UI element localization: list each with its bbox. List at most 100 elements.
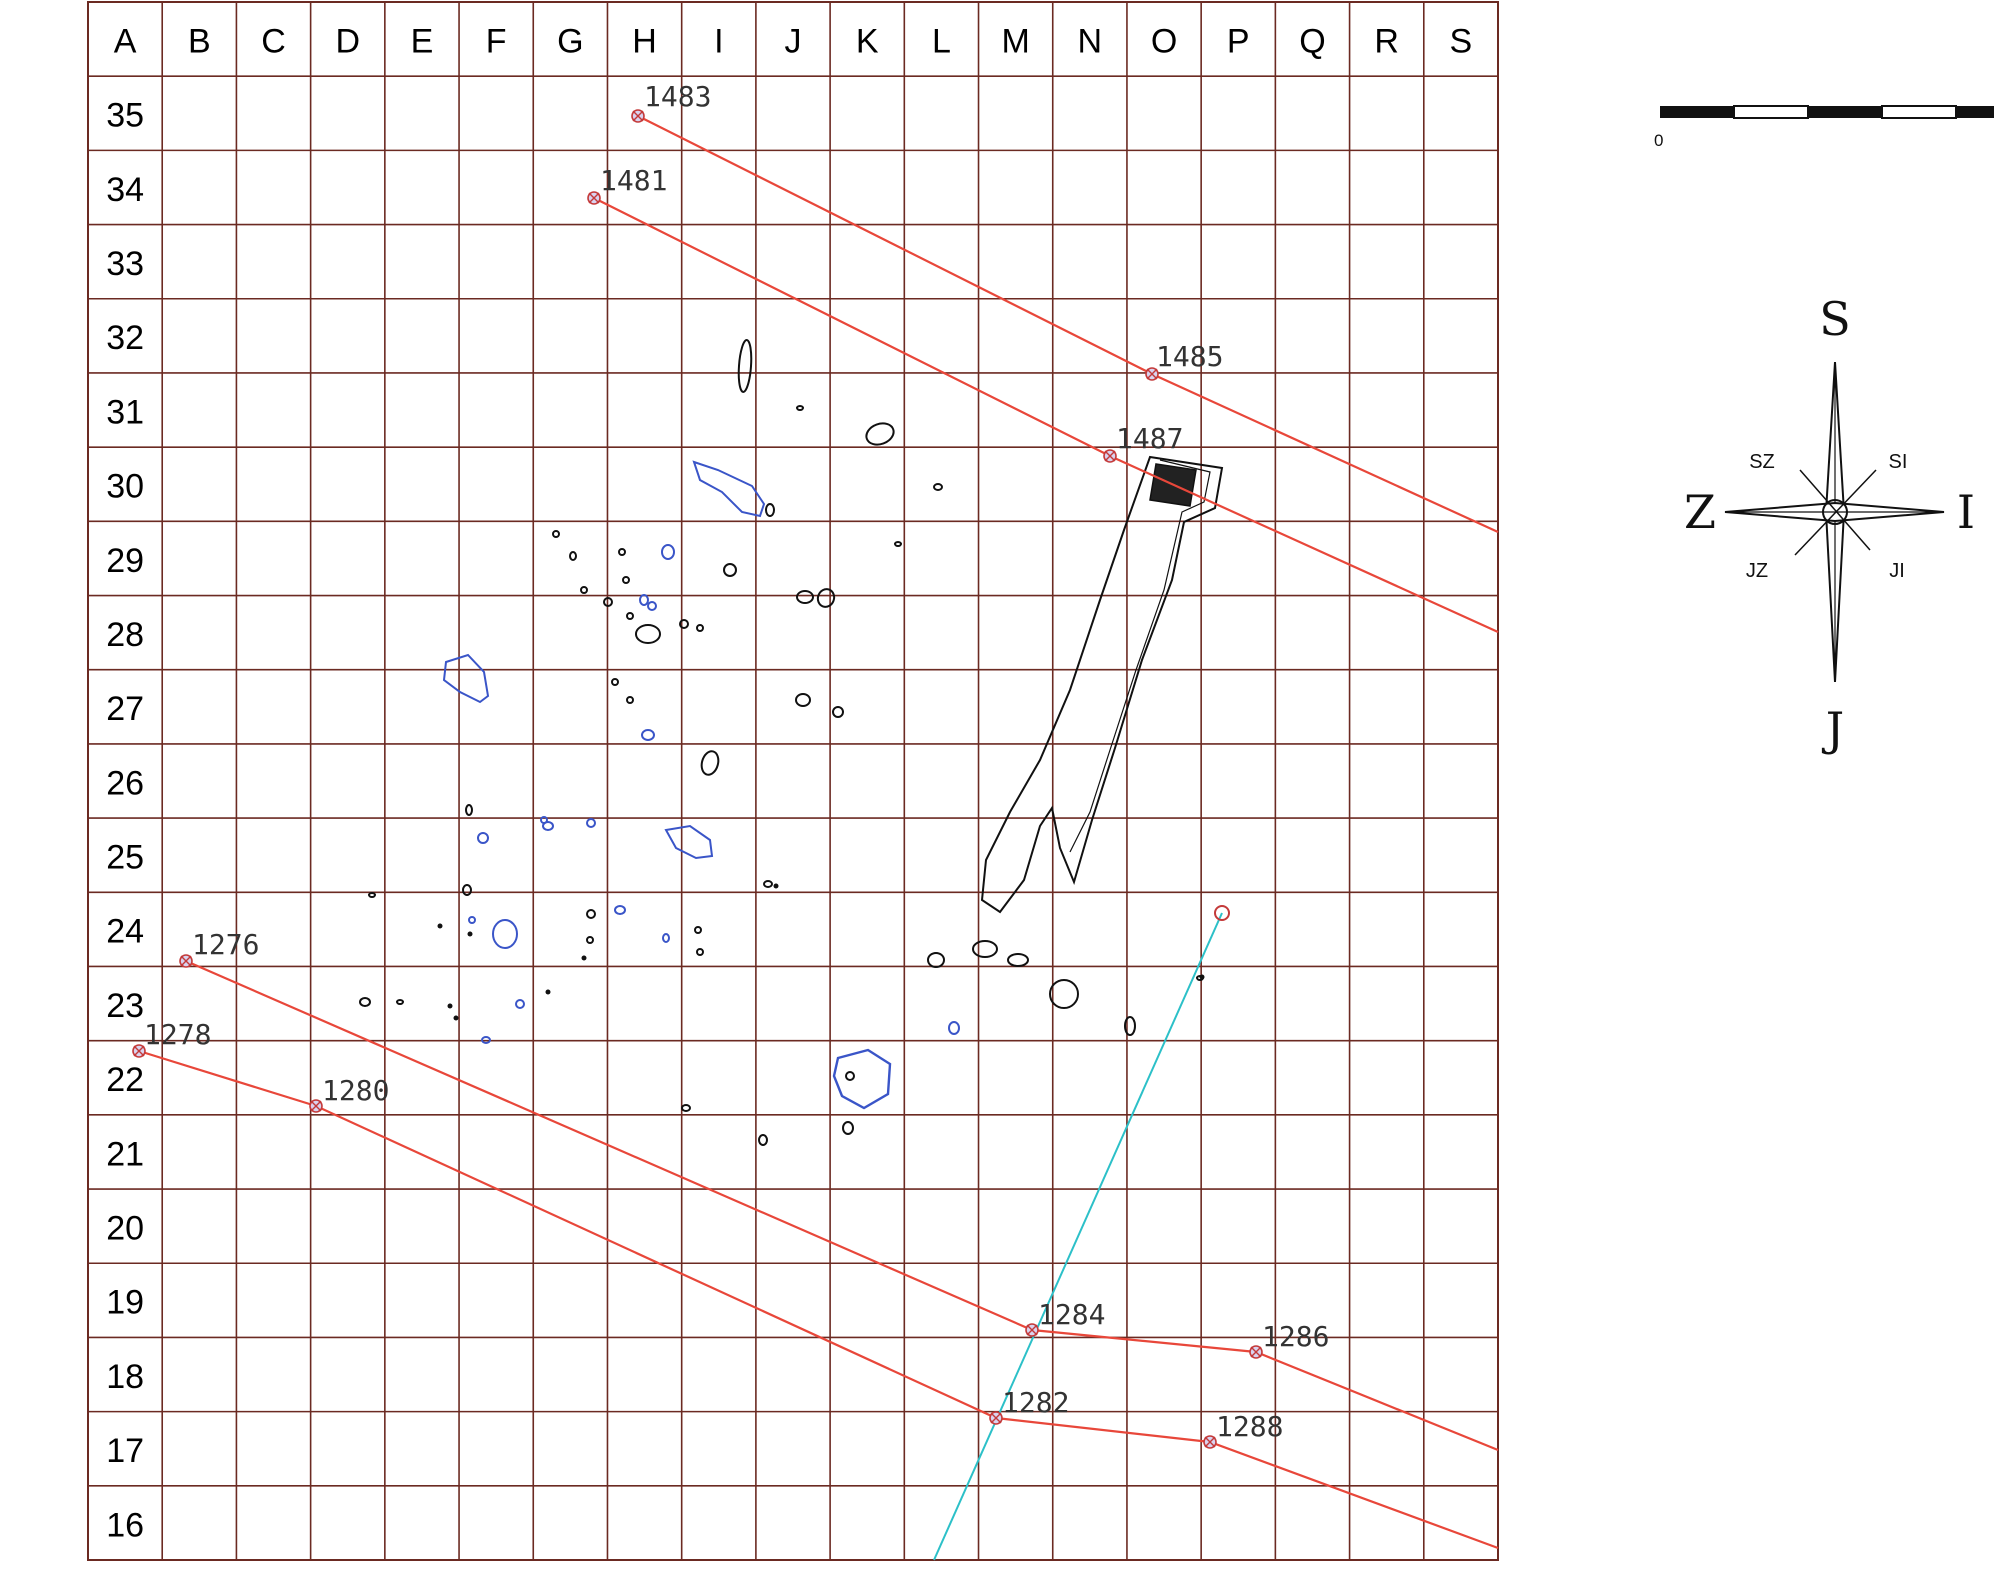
row-label: 21 (106, 1135, 144, 1173)
profile-line (593, 197, 1499, 634)
feature-outline (639, 594, 649, 606)
survey-points: 1483148114851487127612781280128412861282… (132, 80, 1329, 1449)
column-label: A (114, 22, 137, 60)
feature-outline (758, 1134, 768, 1146)
survey-point-1286: 1286 (1249, 1320, 1329, 1359)
feature-outline (542, 821, 554, 831)
column-label: R (1374, 22, 1399, 60)
feature-outline (477, 832, 489, 844)
scale-start-label: 0 (1654, 131, 1663, 150)
feature-outline (737, 339, 753, 393)
axis-end-marker (1214, 905, 1230, 921)
feature-outline (515, 999, 525, 1009)
survey-point-1483: 1483 (631, 80, 711, 123)
grid (87, 1, 1499, 1561)
feature-dot (447, 1003, 453, 1009)
feature-outline (1007, 953, 1029, 967)
feature-outline (611, 678, 619, 686)
feature-outline (948, 1021, 960, 1035)
survey-point-1278: 1278 (132, 1018, 211, 1058)
feature-outline-blue (692, 460, 766, 518)
feature-outline (641, 729, 655, 741)
feature-outline (763, 880, 773, 888)
survey-point-label: 1288 (1216, 1410, 1283, 1443)
feature-outline (586, 936, 594, 944)
column-label: O (1151, 22, 1177, 60)
row-label: 35 (106, 97, 144, 135)
survey-point-label: 1485 (1156, 340, 1223, 373)
survey-point-1288: 1288 (1203, 1410, 1283, 1449)
profile-line (637, 115, 1499, 534)
feature-outline (796, 405, 804, 411)
survey-point-label: 1487 (1116, 422, 1183, 455)
trench-inner-outline (1069, 459, 1211, 853)
feature-outline (481, 1036, 491, 1044)
feature-dot (467, 931, 473, 937)
compass-north-label: S (1819, 292, 1851, 346)
row-label: 34 (106, 171, 144, 209)
survey-point-label: 1278 (144, 1018, 211, 1051)
feature-dot (581, 955, 587, 961)
feature-outline (723, 563, 737, 577)
feature-outline (396, 999, 404, 1005)
column-label: G (557, 22, 583, 60)
row-label: 23 (106, 987, 144, 1025)
feature-outline (359, 997, 371, 1007)
column-label: C (261, 22, 286, 60)
feature-outline (662, 933, 670, 943)
row-label: 28 (106, 616, 144, 654)
feature-outline (696, 624, 704, 632)
feature-outline (865, 422, 895, 446)
feature-outline (700, 750, 720, 776)
row-label: 30 (106, 468, 144, 506)
feature-outline (368, 892, 376, 898)
compass-south-label: J (1822, 702, 1844, 756)
feature-outline (696, 948, 704, 956)
column-label: Q (1299, 22, 1325, 60)
feature-outline (647, 601, 657, 611)
trench-feature (980, 455, 1224, 914)
row-label: 31 (106, 393, 144, 431)
feature-outline (845, 1071, 855, 1081)
feature-outline (635, 624, 661, 644)
compass-west-label: Z (1684, 485, 1716, 539)
column-label: N (1078, 22, 1103, 60)
profile-line (185, 959, 1499, 1452)
feature-outline (622, 576, 630, 584)
row-label: 24 (106, 913, 144, 951)
survey-point-label: 1483 (644, 80, 711, 113)
row-label: 26 (106, 764, 144, 802)
row-label: 16 (106, 1506, 144, 1544)
column-label: L (932, 22, 951, 60)
feature-outline (465, 804, 473, 816)
feature-outline (927, 952, 945, 968)
feature-outline (462, 884, 472, 896)
feature-outline (679, 619, 689, 629)
compass-rose: S J Z I SZ SI JZ JI (1684, 292, 1975, 756)
feature-outline-blue (832, 1048, 892, 1110)
survey-point-label: 1282 (1002, 1386, 1069, 1419)
feature-outline (626, 612, 634, 620)
feature-outline (765, 503, 775, 517)
feature-outline-blue (664, 824, 714, 860)
feature-outline (894, 541, 902, 547)
survey-point-label: 1481 (600, 164, 667, 197)
column-label: S (1450, 22, 1473, 60)
survey-point-1282: 1282 (989, 1386, 1069, 1425)
compass-ne-label: SI (1889, 451, 1908, 473)
feature-outline (603, 597, 613, 607)
feature-dot (453, 1015, 459, 1021)
feature-dot (545, 989, 551, 995)
axis-line (933, 912, 1223, 1561)
column-label: P (1227, 22, 1250, 60)
row-label: 33 (106, 245, 144, 283)
column-label: K (856, 22, 879, 60)
row-label: 20 (106, 1209, 144, 1247)
feature-outline (661, 544, 675, 560)
feature-outline (816, 588, 836, 608)
feature-dot (437, 923, 443, 929)
feature-dot (773, 883, 779, 889)
column-label: D (335, 22, 360, 60)
feature-outline (569, 551, 577, 561)
